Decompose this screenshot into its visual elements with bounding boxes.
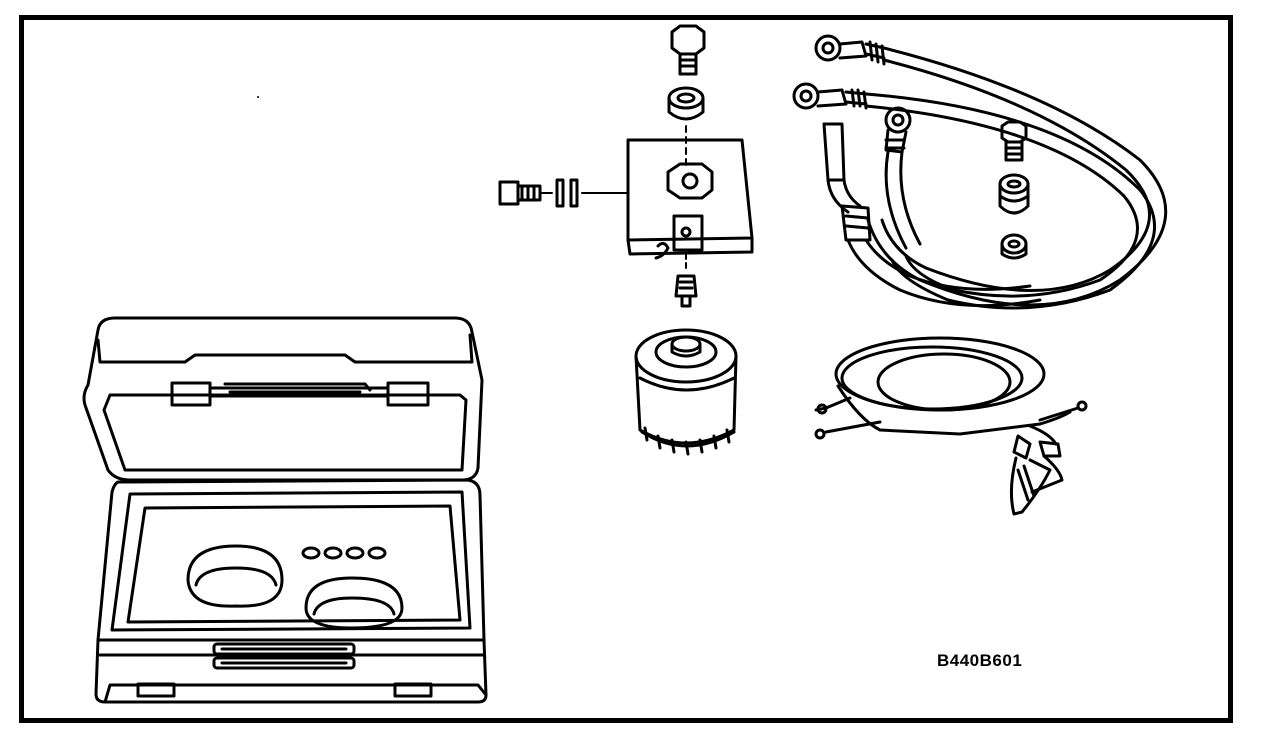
figure-frame <box>19 15 1233 723</box>
oil-filter-adapter <box>634 328 738 456</box>
figure-id-label: B440B601 <box>937 651 1023 670</box>
case-lid <box>82 316 484 482</box>
carrying-case <box>82 316 488 704</box>
case-base <box>94 478 488 704</box>
adapter-block-assembly <box>498 24 754 308</box>
hose-pair <box>792 34 1168 310</box>
wire-harness-with-clip <box>814 336 1088 516</box>
print-speck <box>257 96 259 98</box>
